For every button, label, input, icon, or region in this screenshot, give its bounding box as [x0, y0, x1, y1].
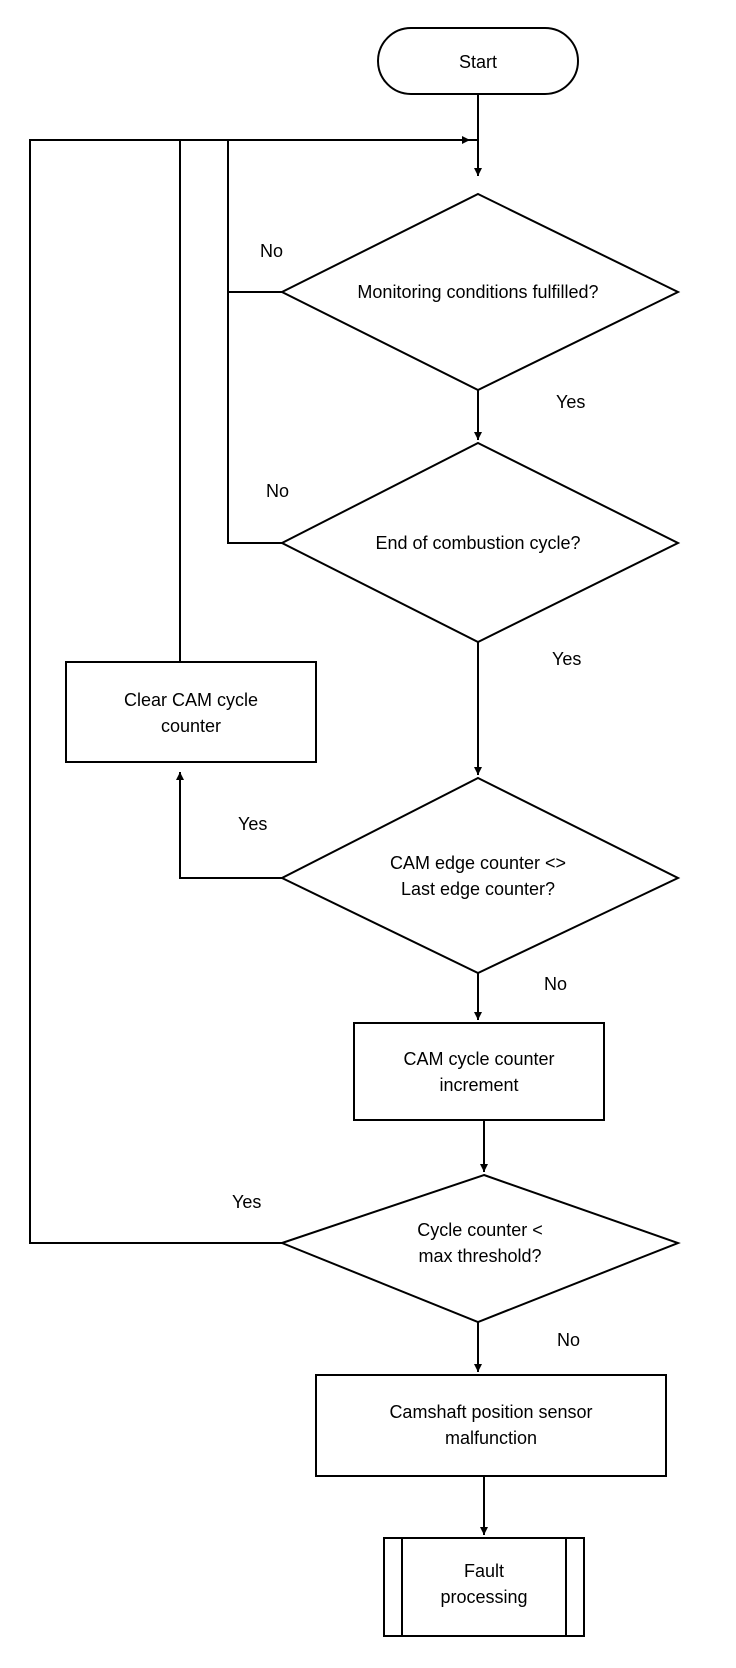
connector-edge-compare-yes — [176, 772, 282, 879]
decision-monitoring-conditions: Monitoring conditions fulfilled? — [279, 192, 681, 392]
start-terminal: Start — [377, 27, 579, 95]
process-malfunction-line-1: Camshaft position sensor — [389, 1402, 592, 1422]
edge-label-end-cycle-no: No — [266, 481, 289, 501]
edge-label-monitoring-yes: Yes — [556, 392, 585, 412]
decision-edge-compare-line-2: Last edge counter? — [401, 879, 555, 899]
edge-label-edge-compare-no: No — [544, 974, 567, 994]
decision-monitoring-label: Monitoring conditions fulfilled? — [357, 282, 598, 302]
fault-processing-line-2: processing — [440, 1587, 527, 1607]
decision-end-cycle-label: End of combustion cycle? — [375, 533, 580, 553]
edge-label-monitoring-no: No — [260, 241, 283, 261]
predefined-process-fault-processing: Fault processing — [383, 1537, 585, 1637]
loop-end-cycle-no — [227, 292, 282, 544]
decision-threshold-line-2: max threshold? — [418, 1246, 541, 1266]
decision-edge-compare-line-1: CAM edge counter <> — [390, 853, 566, 873]
fault-processing-line-1: Fault — [464, 1561, 504, 1581]
process-camshaft-sensor-malfunction: Camshaft position sensor malfunction — [315, 1374, 667, 1477]
decision-end-combustion-cycle: End of combustion cycle? — [279, 441, 681, 644]
process-clear-counter-line-1: Clear CAM cycle — [124, 690, 258, 710]
decision-threshold-line-1: Cycle counter < — [417, 1220, 543, 1240]
loop-threshold-yes — [29, 139, 478, 1244]
start-label: Start — [459, 52, 497, 72]
loop-monitoring-no — [227, 140, 282, 293]
process-increment-line-1: CAM cycle counter — [403, 1049, 554, 1069]
decision-edge-counter-compare: CAM edge counter <> Last edge counter? — [279, 776, 681, 975]
edge-label-threshold-no: No — [557, 1330, 580, 1350]
edge-label-edge-compare-yes: Yes — [238, 814, 267, 834]
decision-cycle-counter-threshold: Cycle counter < max threshold? — [279, 1173, 681, 1324]
process-cam-cycle-counter-increment: CAM cycle counter increment — [353, 1022, 605, 1121]
process-increment-line-2: increment — [439, 1075, 518, 1095]
process-clear-cam-cycle-counter: Clear CAM cycle counter — [65, 661, 317, 763]
process-clear-counter-line-2: counter — [161, 716, 221, 736]
edge-label-end-cycle-yes: Yes — [552, 649, 581, 669]
process-malfunction-line-2: malfunction — [445, 1428, 537, 1448]
edge-label-threshold-yes: Yes — [232, 1192, 261, 1212]
